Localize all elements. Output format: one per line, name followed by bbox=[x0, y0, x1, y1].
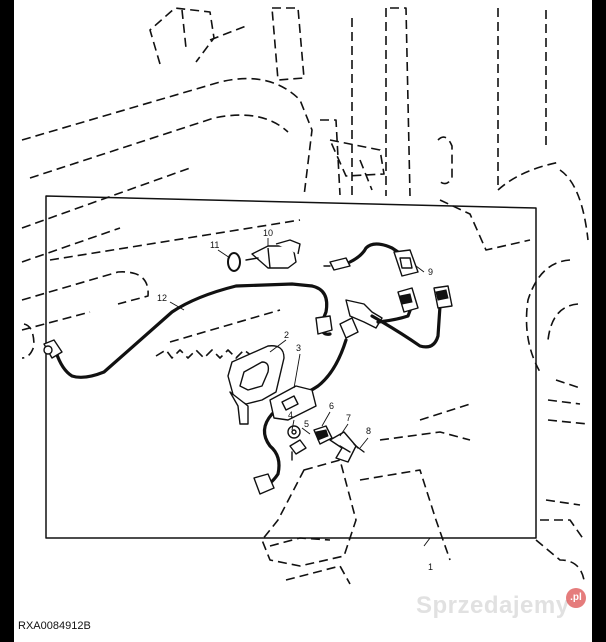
main-harness bbox=[345, 285, 453, 349]
tractor-outline-dashed bbox=[21, 7, 589, 585]
callout-6: 6 bbox=[329, 401, 334, 411]
switch-3 bbox=[253, 338, 348, 495]
callout-2: 2 bbox=[284, 330, 289, 340]
figure-id-label: RXA0084912B bbox=[18, 620, 91, 632]
screw-8 bbox=[353, 443, 365, 453]
left-black-border bbox=[0, 0, 14, 642]
callout-1: 1 bbox=[428, 562, 433, 572]
watermark-badge: .pl bbox=[566, 588, 586, 608]
callout-3: 3 bbox=[296, 343, 301, 353]
cable-12 bbox=[43, 282, 314, 379]
bulb-socket-10 bbox=[245, 239, 301, 269]
right-black-border bbox=[592, 0, 606, 642]
o-ring-11 bbox=[227, 252, 241, 272]
clip-6 bbox=[313, 425, 333, 445]
sensor-and-harness-9 bbox=[323, 242, 419, 277]
callout-4: 4 bbox=[288, 410, 293, 420]
bracket-2 bbox=[227, 345, 285, 425]
callout-11: 11 bbox=[210, 240, 219, 250]
callout-12: 12 bbox=[157, 293, 167, 303]
bolt-4 bbox=[289, 439, 307, 461]
callout-7: 7 bbox=[346, 413, 351, 423]
watermark-text: Sprzedajemy bbox=[416, 592, 570, 619]
callout-numbers: 1 2 3 4 5 6 7 8 9 10 11 12 bbox=[157, 228, 433, 572]
callout-10: 10 bbox=[263, 228, 273, 238]
cable-to-connector bbox=[310, 284, 359, 339]
nut-5 bbox=[287, 425, 301, 439]
callout-9: 9 bbox=[428, 267, 433, 277]
callout-5: 5 bbox=[304, 419, 309, 429]
callout-8: 8 bbox=[366, 426, 371, 436]
detail-box bbox=[45, 195, 537, 539]
leader-lines bbox=[169, 238, 431, 547]
clamp-7 bbox=[329, 431, 357, 463]
